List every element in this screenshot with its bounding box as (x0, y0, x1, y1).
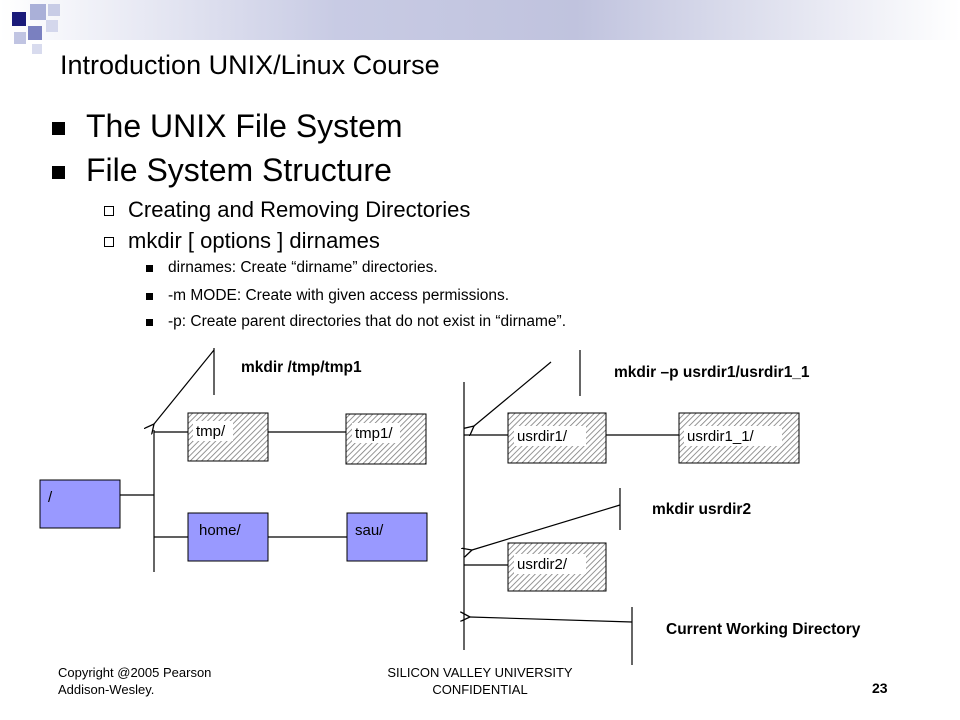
bullet-marker (52, 122, 65, 135)
label-bg-tmp1 (352, 423, 400, 443)
small-bullet-marker (146, 265, 153, 272)
header-square-dark (12, 12, 26, 26)
bullet-marker (52, 166, 65, 179)
header-square-light (46, 20, 58, 32)
arrow-mkdir-usrdir2 (472, 504, 621, 550)
footer-university-line1: SILICON VALLEY UNIVERSITY (387, 665, 573, 680)
label-usrdir1_1: usrdir1_1/ (687, 428, 755, 445)
detail-m-mode: -m MODE: Create with given access permis… (168, 287, 510, 304)
footer-university: SILICON VALLEY UNIVERSITY CONFIDENTIAL (330, 664, 630, 698)
label-bg-tmp (193, 421, 233, 441)
footer-copyright-line1: Copyright @2005 Pearson (58, 665, 212, 680)
sub-bullet-mkdir-syntax: mkdir [ options ] dirnames (128, 228, 380, 253)
command-mkdir-p: mkdir –p usrdir1/usrdir1_1 (614, 364, 810, 381)
arrow-mkdir-p (474, 361, 552, 426)
footer-copyright: Copyright @2005 Pearson Addison-Wesley. (58, 664, 298, 698)
label-bg-usrdir2 (514, 554, 586, 574)
label-root: / (48, 489, 53, 506)
header-square-light (30, 4, 46, 20)
header-square-light (14, 32, 26, 44)
header-gradient-bar (0, 0, 960, 40)
box-root (39, 479, 121, 529)
footer-copyright-line2: Addison-Wesley. (58, 682, 155, 697)
box-bullet-marker (104, 237, 114, 247)
detail-dirnames: dirnames: Create “dirname” directories. (168, 259, 438, 276)
label-tmp: tmp/ (196, 423, 226, 440)
command-mkdir-tmp: mkdir /tmp/tmp1 (241, 359, 362, 376)
header-square-light (48, 4, 60, 16)
label-bg-usrdir1_1 (684, 426, 782, 446)
label-sau: sau/ (355, 522, 384, 539)
header-square-light (32, 44, 42, 54)
box-sau (346, 512, 428, 562)
sub-bullet-creating-removing: Creating and Removing Directories (128, 197, 471, 222)
command-mkdir-usrdir2: mkdir usrdir2 (652, 501, 751, 518)
bullet-unix-file-system: The UNIX File System (86, 108, 403, 144)
label-bg-usrdir1 (514, 426, 586, 446)
bullet-file-system-structure: File System Structure (86, 152, 392, 188)
footer-university-line2: CONFIDENTIAL (432, 682, 528, 697)
box-home (187, 512, 269, 562)
header-square-mid (28, 26, 42, 40)
small-bullet-marker (146, 319, 153, 326)
label-tmp1: tmp1/ (355, 425, 393, 442)
box-bullet-marker (104, 206, 114, 216)
small-bullet-marker (146, 293, 153, 300)
course-title: Introduction UNIX/Linux Course (60, 50, 440, 80)
arrow-mkdir-tmp (154, 349, 215, 424)
label-usrdir2: usrdir2/ (517, 556, 568, 573)
page-number: 23 (872, 680, 888, 696)
arrow-cwd (470, 617, 633, 623)
label-home: home/ (199, 522, 242, 539)
label-current-working-directory: Current Working Directory (666, 621, 861, 638)
label-usrdir1: usrdir1/ (517, 428, 568, 445)
detail-p-parent: -p: Create parent directories that do no… (168, 313, 567, 330)
